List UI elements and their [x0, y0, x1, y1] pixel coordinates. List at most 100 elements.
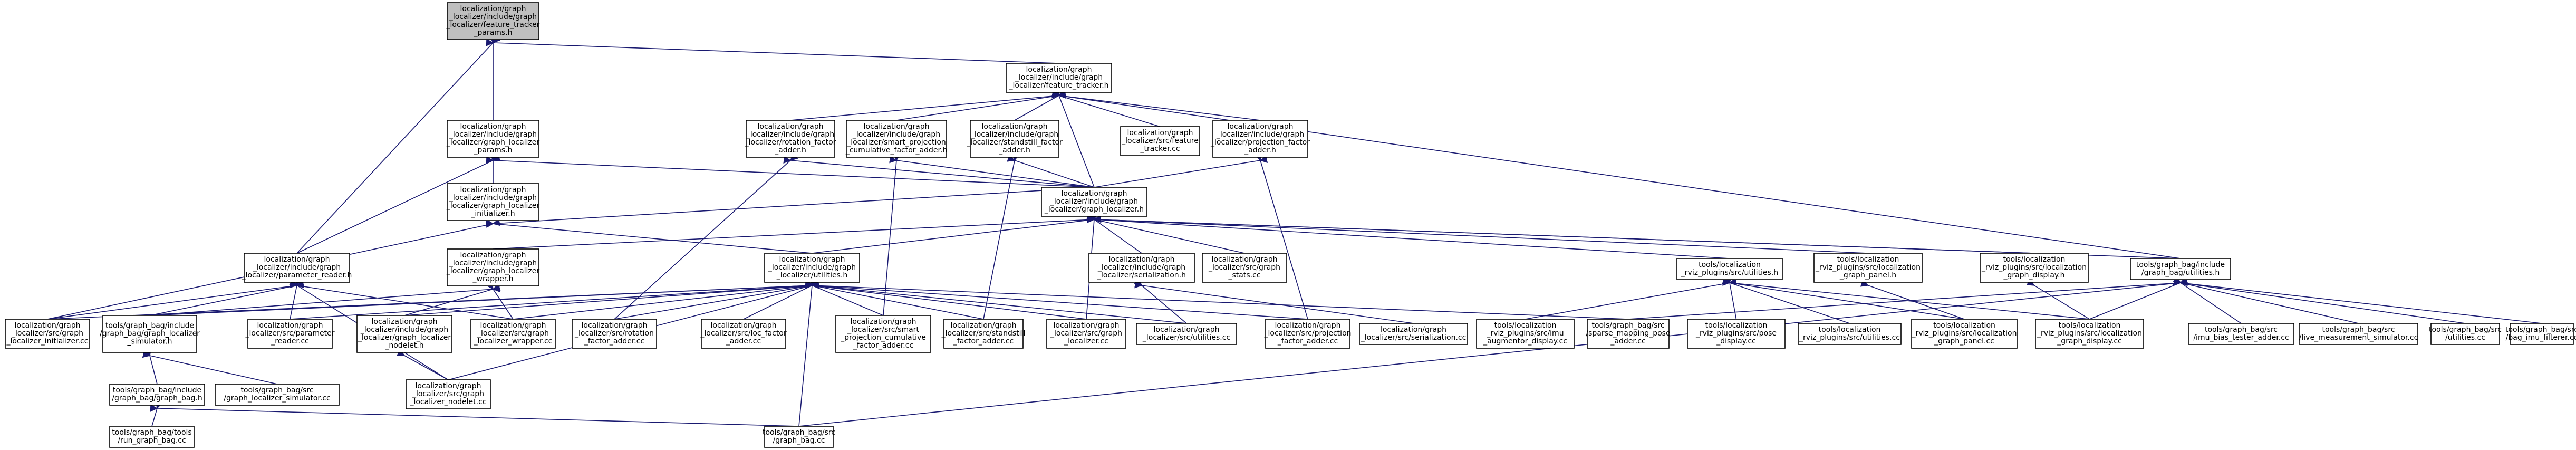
node-label-line: _localizer/src/parameter — [245, 329, 334, 338]
node-label-line: tools/localization — [1494, 321, 1557, 330]
node-label-line: _localizer/utilities.h — [776, 271, 848, 280]
node-initializer_cc[interactable]: localization/graph_localizer/src/graph_l… — [5, 319, 90, 349]
node-box — [109, 384, 205, 406]
node-bag_utilities_cc[interactable]: tools/graph_bag/src/utilities.cc — [2429, 323, 2502, 345]
node-box — [247, 319, 333, 349]
edge-panel_cc-to-rviz_utilities_h — [1722, 277, 1965, 320]
node-param_reader_h[interactable]: localization/graph_localizer/include/gra… — [242, 253, 352, 283]
node-sparse_cc[interactable]: tools/graph_bag/src/sparse_mapping_pose_… — [1586, 319, 1671, 349]
node-wrapper_h[interactable]: localization/graph_localizer/include/gra… — [446, 248, 539, 286]
node-box — [1006, 63, 1112, 93]
node-smart_cc[interactable]: localization/graph_localizer/src/smart_p… — [835, 315, 931, 353]
node-label-line: tools/localization — [1819, 325, 1881, 334]
node-params_ft[interactable]: localization/graph_localizer/include/gra… — [446, 2, 540, 40]
node-serialization_h[interactable]: localization/graph_localizer/include/gra… — [1088, 253, 1195, 283]
node-label-line: localization/graph — [460, 186, 526, 194]
node-label-line: localization/graph — [416, 382, 481, 390]
node-box — [1041, 187, 1147, 217]
node-label-line: _adder.h — [998, 146, 1030, 155]
edge-graph_bag_cc-to-utilities_h — [798, 278, 817, 427]
node-rviz_utilities_cc[interactable]: tools/localization_rviz_plugins/src/util… — [1798, 323, 1902, 345]
node-nodelet_cc[interactable]: localization/graph_localizer/src/graph_l… — [406, 379, 491, 409]
node-label-line: _wrapper.h — [472, 275, 514, 283]
node-label-line: /bag_imu_filterer.cc — [2506, 333, 2576, 342]
node-box — [1120, 126, 1200, 156]
node-gl_params[interactable]: localization/graph_localizer/include/gra… — [446, 120, 539, 158]
node-loc_factor_cc[interactable]: localization/graph_localizer/src/loc_fac… — [700, 319, 787, 349]
node-rotation_cc[interactable]: localization/graph_localizer/src/rotatio… — [572, 319, 657, 349]
node-box — [970, 120, 1059, 158]
node-box — [1476, 319, 1575, 349]
node-label-line: localization/graph — [1109, 255, 1175, 264]
node-feature_tracker_h[interactable]: localization/graph_localizer/include/gra… — [1006, 63, 1112, 93]
node-label-line: localization/graph — [982, 122, 1048, 131]
node-simulator_h[interactable]: tools/graph_bag/include/graph_bag/graph_… — [100, 315, 200, 353]
node-label-line: _tracker.cc — [1140, 145, 1180, 153]
node-label-line: _localizer/src/graph — [1050, 329, 1122, 338]
node-gl_nodelet_h[interactable]: localization/graph_localizer/include/gra… — [356, 315, 452, 353]
edge-param_reader_h-to-params_ft — [296, 35, 501, 254]
node-box — [5, 319, 90, 349]
node-param_reader_cc[interactable]: localization/graph_localizer/src/paramet… — [245, 319, 335, 349]
node-label-line: _adder.h — [774, 146, 806, 155]
node-run_graph_bag_cc[interactable]: tools/graph_bag/tools/run_graph_bag.cc — [109, 426, 195, 448]
node-label-line: _localizer/src/serialization.cc — [1361, 333, 1467, 342]
node-label-line: _rviz_plugins/src/imu — [1486, 329, 1564, 338]
node-label-line: localization/graph — [951, 321, 1017, 330]
node-projection_h[interactable]: localization/graph_localizer/include/gra… — [1210, 120, 1310, 158]
node-box — [2430, 323, 2500, 345]
node-standstill_h[interactable]: localization/graph_localizer/include/gra… — [966, 120, 1063, 158]
node-pose_display_cc[interactable]: tools/localization_rviz_plugins/src/pose… — [1687, 319, 1786, 349]
node-imu_bias_cc[interactable]: tools/graph_bag/src/imu_bias_tester_adde… — [2188, 323, 2294, 345]
node-serialization_cc[interactable]: localization/graph_localizer/src/seriali… — [1359, 323, 1468, 345]
node-simulator_cc[interactable]: tools/graph_bag/src/graph_localizer_simu… — [215, 384, 340, 406]
node-stats_cc[interactable]: localization/graph_localizer/src/graph_s… — [1202, 253, 1287, 283]
edge-sparse_cc-to-bag_utilities_h — [1628, 278, 2188, 320]
node-box — [109, 426, 195, 448]
node-box — [746, 120, 835, 158]
edge-sparse_cc-to-utilities_h — [805, 281, 1628, 320]
node-bag_imu_filter_cc[interactable]: tools/graph_bag/src/bag_imu_filterer.cc — [2505, 323, 2576, 345]
node-label-line: _stats.cc — [1228, 271, 1261, 280]
node-rotation_factor_adder_h[interactable]: localization/graph_localizer/include/gra… — [745, 120, 836, 158]
node-label-line: _rviz_plugins/src/localization — [1981, 263, 2087, 272]
node-label-line: _graph_display.h — [2003, 271, 2064, 280]
node-rviz_utilities_h[interactable]: tools/localization_rviz_plugins/src/util… — [1676, 258, 1783, 280]
edge-simulator_h-to-wrapper_h — [149, 284, 500, 316]
edge-panel_cc-to-rviz_panel_h — [1860, 279, 1965, 320]
node-box — [1798, 323, 1902, 345]
edge-graph_localizer_h-to-gl_params — [486, 156, 1095, 188]
node-feature_tracker_cc[interactable]: localization/graph_localizer/src/feature… — [1120, 126, 1200, 156]
node-rviz_display_h[interactable]: tools/localization_rviz_plugins/src/loca… — [1980, 253, 2089, 283]
node-label-line: _localizer/graph_localizer — [446, 202, 539, 210]
node-label-line: tools/localization — [1705, 321, 1768, 330]
node-live_cc[interactable]: tools/graph_bag/src/live_measurement_sim… — [2299, 323, 2418, 345]
node-utilities_h[interactable]: localization/graph_localizer/include/gra… — [764, 253, 860, 283]
node-utilities_cc[interactable]: localization/graph_localizer/src/utiliti… — [1136, 323, 1237, 345]
node-graph_bag_h[interactable]: tools/graph_bag/include/graph_bag/graph_… — [109, 384, 205, 406]
node-gl_cc[interactable]: localization/graph_localizer/src/graph_l… — [1046, 319, 1126, 349]
node-graph_localizer_h[interactable]: localization/graph_localizer/include/gra… — [1041, 187, 1147, 217]
node-display_cc[interactable]: tools/localization_rviz_plugins/src/loca… — [2035, 319, 2144, 349]
node-projection_cc[interactable]: localization/graph_localizer/src/project… — [1263, 319, 1352, 349]
node-label-line: _localizer/include/graph — [746, 130, 834, 139]
edge-graph_localizer_h-to-smart_projection_h — [889, 156, 1095, 188]
node-panel_cc[interactable]: tools/localization_rviz_plugins/src/loca… — [1911, 319, 2018, 349]
node-bag_utilities_h[interactable]: tools/graph_bag/include/graph_bag/utilit… — [2130, 258, 2231, 280]
node-label-line: localization/graph — [257, 321, 323, 330]
edge-graph_localizer_h-to-feature_tracker_h — [1053, 88, 1095, 188]
edge-smart_projection_h-to-feature_tracker_h — [896, 90, 1066, 121]
node-label-line: localization/graph — [1228, 122, 1294, 131]
node-wrapper_cc[interactable]: localization/graph_localizer/src/graph_l… — [470, 319, 556, 349]
node-label-line: /utilities.cc — [2445, 333, 2485, 342]
node-label-line: _params.h — [473, 28, 512, 37]
node-imu_aug_cc[interactable]: tools/localization_rviz_plugins/src/imu_… — [1476, 319, 1575, 349]
node-graph_bag_cc[interactable]: tools/graph_bag/src/graph_bag.cc — [763, 426, 835, 448]
node-gl_initializer_h[interactable]: localization/graph_localizer/include/gra… — [446, 183, 539, 221]
node-standstill_cc[interactable]: localization/graph_localizer/src/standst… — [941, 319, 1026, 349]
edge-wrapper_cc-to-wrapper_h — [486, 281, 514, 320]
node-box — [2510, 323, 2574, 345]
node-label-line: tools/graph_bag/src — [1591, 321, 1664, 330]
node-rviz_panel_h[interactable]: tools/localization_rviz_plugins/src/loca… — [1813, 253, 1923, 283]
node-smart_projection_h[interactable]: localization/graph_localizer/include/gra… — [845, 120, 948, 158]
